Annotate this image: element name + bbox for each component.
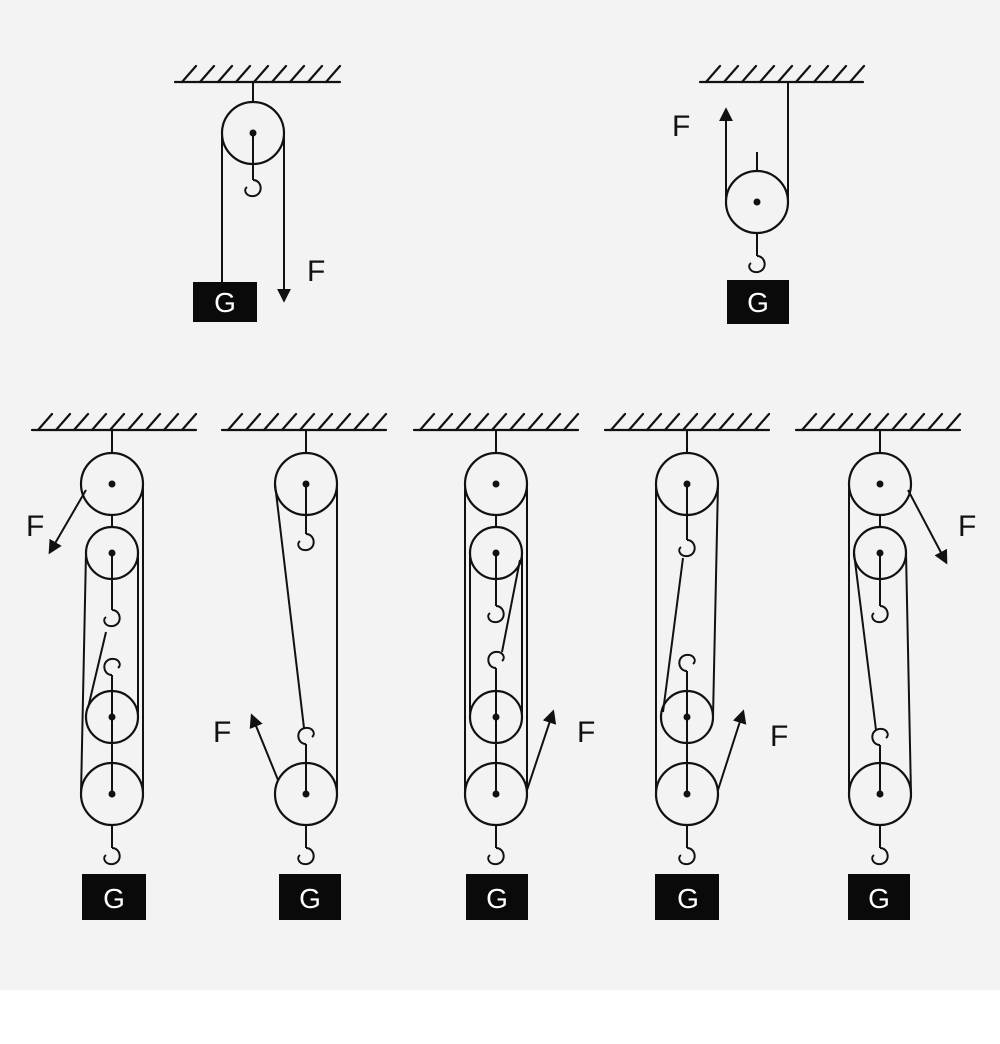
weight-label: G xyxy=(747,287,769,318)
force-label: F xyxy=(26,510,44,543)
force-label: F xyxy=(577,716,595,749)
pulley-axle xyxy=(876,480,884,488)
hook-icon xyxy=(871,727,889,746)
hook-icon xyxy=(487,847,505,866)
force-label: F xyxy=(307,255,325,288)
pulley-axle xyxy=(108,790,116,798)
weight-block xyxy=(193,282,257,322)
hook-icon xyxy=(678,653,696,672)
hook-icon xyxy=(244,179,262,198)
pulley-axle xyxy=(492,790,500,798)
ceiling xyxy=(220,412,388,432)
ceiling xyxy=(698,64,866,84)
weight-block xyxy=(727,280,789,324)
pulley-axle xyxy=(876,790,884,798)
force-label: F xyxy=(958,510,976,543)
weight-label: G xyxy=(214,287,236,318)
pulley-system-4-figure: F G xyxy=(603,412,788,920)
force-arrow xyxy=(717,709,747,791)
ceiling xyxy=(603,412,771,432)
hook-icon xyxy=(487,650,505,669)
weight-block xyxy=(466,874,528,920)
weight-label: G xyxy=(299,883,321,914)
rope-segment xyxy=(905,552,912,795)
weight-block xyxy=(279,874,341,920)
hook-icon xyxy=(871,605,889,624)
force-label: F xyxy=(672,110,690,143)
hook-icon xyxy=(871,847,889,866)
ceiling xyxy=(173,64,342,84)
ceiling xyxy=(30,412,198,432)
weight-label: G xyxy=(486,883,508,914)
hook-icon xyxy=(297,847,315,866)
hook-icon xyxy=(678,847,696,866)
force-arrow xyxy=(526,709,557,791)
movable-pulley-figure: F G xyxy=(672,64,866,324)
force-arrow xyxy=(48,489,87,555)
pulley-system-1-figure: F G xyxy=(26,412,198,920)
ceiling xyxy=(794,412,962,432)
pulley-axle xyxy=(492,713,500,721)
pulley-axle xyxy=(492,480,500,488)
rope-segment xyxy=(87,631,107,709)
rope-segment xyxy=(712,483,719,718)
rope-segment xyxy=(501,559,521,653)
rope-segment xyxy=(80,552,87,795)
rope-segment xyxy=(274,483,305,729)
rope-segment xyxy=(853,552,877,731)
pulley-axle xyxy=(683,713,691,721)
pulley-axle xyxy=(683,790,691,798)
pulley-axle xyxy=(302,790,310,798)
pulley-system-2-figure: F G xyxy=(213,412,388,920)
hook-icon xyxy=(103,609,121,628)
pulley-system-5-figure: F G xyxy=(794,412,976,920)
pulley-axle xyxy=(108,713,116,721)
hook-icon xyxy=(103,847,121,866)
weight-block xyxy=(655,874,719,920)
ceiling xyxy=(412,412,580,432)
rope-segment xyxy=(662,557,684,713)
hook-icon xyxy=(103,657,121,676)
weight-block xyxy=(848,874,910,920)
hook-icon xyxy=(297,533,315,552)
force-label: F xyxy=(770,720,788,753)
weight-label: G xyxy=(868,883,890,914)
hook-icon xyxy=(297,726,315,745)
fixed-pulley-figure: F G xyxy=(173,64,342,322)
pulley-system-3-figure: F G xyxy=(412,412,595,920)
pulley-axle xyxy=(753,198,761,206)
hook-icon xyxy=(678,539,696,558)
force-arrow xyxy=(907,489,948,565)
weight-label: G xyxy=(103,883,125,914)
force-label: F xyxy=(213,716,231,749)
force-arrow xyxy=(249,713,279,781)
hook-icon xyxy=(487,605,505,624)
hook-icon xyxy=(748,255,766,274)
weight-block xyxy=(82,874,146,920)
weight-label: G xyxy=(677,883,699,914)
pulley-axle xyxy=(108,480,116,488)
